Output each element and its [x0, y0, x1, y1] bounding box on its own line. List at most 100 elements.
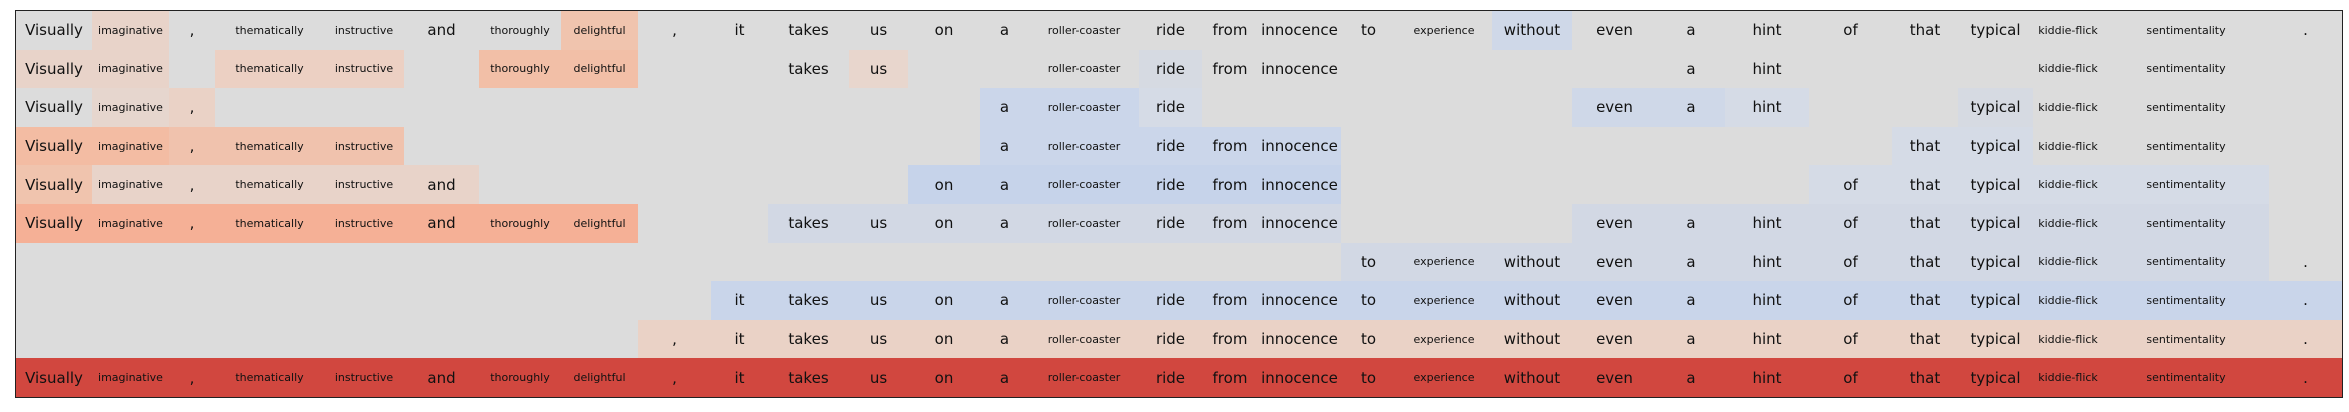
token-cell: roller-coaster	[1029, 204, 1139, 243]
token-cell: it	[711, 281, 768, 320]
token-cell: a	[980, 358, 1029, 397]
token-cell: thematically	[215, 126, 324, 166]
token-cell: a	[980, 319, 1029, 359]
token-cell: to	[1341, 358, 1396, 397]
token-cell: a	[980, 204, 1029, 243]
token-cell: sentimentality	[2103, 204, 2269, 243]
token-cell: of	[1809, 165, 1892, 204]
token-cell: to	[1341, 319, 1396, 359]
token-cell: thoroughly	[479, 49, 561, 89]
token-cell: takes	[768, 11, 849, 50]
token-cell: roller-coaster	[1029, 281, 1139, 320]
token-cell: from	[1202, 11, 1258, 50]
token-cell: delightful	[561, 49, 638, 89]
token-cell: kiddie-flick	[2033, 281, 2103, 320]
token-cell: a	[1657, 319, 1725, 359]
token-cell: hint	[1725, 358, 1809, 397]
token-cell: on	[908, 204, 980, 243]
token-cell: .	[2269, 281, 2342, 320]
token-cell: a	[980, 88, 1029, 127]
token-cell: Visually	[16, 358, 92, 397]
token-cell: roller-coaster	[1029, 11, 1139, 50]
token-cell: ,	[169, 165, 215, 204]
token-cell: thoroughly	[479, 358, 561, 397]
token-cell: takes	[768, 358, 849, 397]
token-cell: without	[1492, 281, 1572, 320]
token-cell: of	[1809, 281, 1892, 320]
token-cell: ride	[1139, 281, 1202, 320]
token-cell: ,	[169, 358, 215, 397]
token-cell: it	[711, 319, 768, 359]
token-cell: to	[1341, 281, 1396, 320]
token-cell: thematically	[215, 165, 324, 204]
token-cell: from	[1202, 319, 1258, 359]
token-cell: a	[1657, 88, 1725, 127]
token-cell: innocence	[1258, 204, 1341, 243]
token-cell: hint	[1725, 88, 1809, 127]
token-cell: instructive	[324, 49, 404, 89]
token-cell: typical	[1958, 319, 2033, 359]
token-cell: that	[1892, 11, 1958, 50]
token-cell: roller-coaster	[1029, 49, 1139, 89]
token-cell: of	[1809, 204, 1892, 243]
token-cell: instructive	[324, 11, 404, 50]
token-cell: Visually	[16, 11, 92, 50]
token-cell: of	[1809, 11, 1892, 50]
token-cell: us	[849, 319, 908, 359]
token-cell: innocence	[1258, 49, 1341, 89]
token-cell: kiddie-flick	[2033, 11, 2103, 50]
token-cell: .	[2269, 319, 2342, 359]
token-cell: sentimentality	[2103, 126, 2269, 166]
token-cell: imaginative	[92, 49, 169, 89]
token-cell: hint	[1725, 242, 1809, 282]
token-cell: that	[1892, 358, 1958, 397]
token-cell: ride	[1139, 88, 1202, 127]
token-cell: imaginative	[92, 204, 169, 243]
token-cell: ride	[1139, 319, 1202, 359]
token-cell: delightful	[561, 204, 638, 243]
token-cell: typical	[1958, 204, 2033, 243]
token-cell: ,	[638, 11, 711, 50]
token-cell: hint	[1725, 281, 1809, 320]
token-cell: typical	[1958, 165, 2033, 204]
token-cell: that	[1892, 126, 1958, 166]
token-cell: hint	[1725, 49, 1809, 89]
token-cell: ,	[638, 319, 711, 359]
token-cell: typical	[1958, 358, 2033, 397]
token-cell: sentimentality	[2103, 11, 2269, 50]
token-cell: a	[980, 11, 1029, 50]
token-cell: that	[1892, 319, 1958, 359]
token-cell: from	[1202, 204, 1258, 243]
token-cell: and	[404, 11, 479, 50]
token-cell: that	[1892, 281, 1958, 320]
token-cell: that	[1892, 165, 1958, 204]
token-cell: to	[1341, 11, 1396, 50]
token-cell: on	[908, 319, 980, 359]
token-cell: ride	[1139, 204, 1202, 243]
token-cell: typical	[1958, 242, 2033, 282]
token-cell: innocence	[1258, 126, 1341, 166]
token-cell: us	[849, 281, 908, 320]
token-cell: us	[849, 11, 908, 50]
token-cell: and	[404, 165, 479, 204]
token-cell: Visually	[16, 204, 92, 243]
token-cell: typical	[1958, 126, 2033, 166]
token-cell: on	[908, 11, 980, 50]
token-cell: imaginative	[92, 88, 169, 127]
token-cell: thematically	[215, 204, 324, 243]
token-cell: on	[908, 281, 980, 320]
token-cell: that	[1892, 242, 1958, 282]
token-cell: it	[711, 11, 768, 50]
token-cell: on	[908, 358, 980, 397]
token-cell: even	[1572, 242, 1657, 282]
token-cell: on	[908, 165, 980, 204]
token-cell: thematically	[215, 49, 324, 89]
token-cell: without	[1492, 319, 1572, 359]
token-cell: sentimentality	[2103, 49, 2269, 89]
token-cell: experience	[1396, 11, 1492, 50]
token-cell: hint	[1725, 319, 1809, 359]
token-cell: .	[2269, 242, 2342, 282]
token-cell: thoroughly	[479, 11, 561, 50]
token-cell: to	[1341, 242, 1396, 282]
